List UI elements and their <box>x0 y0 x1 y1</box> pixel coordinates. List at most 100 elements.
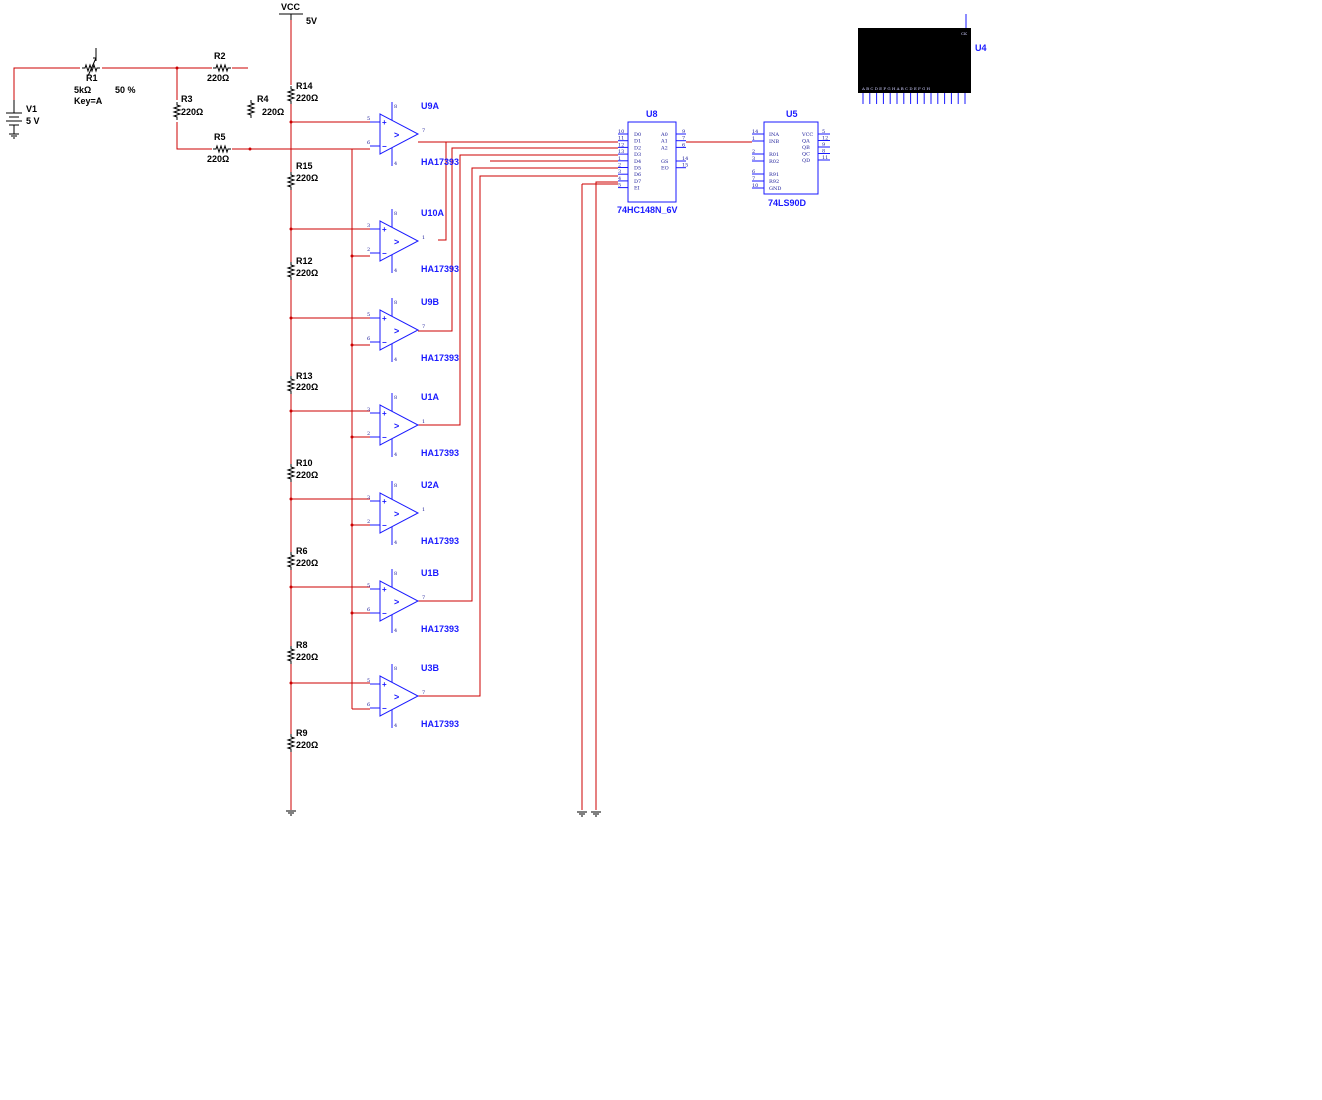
encoder-output-label: GS <box>661 159 669 165</box>
encoder-output-label: EO <box>661 166 669 172</box>
battery-ref: V1 <box>26 104 37 114</box>
resistor-value: 220Ω <box>296 558 318 568</box>
counter-pin-number: 2 <box>752 149 755 155</box>
pin-number: 1 <box>422 419 425 425</box>
resistor-value: 220Ω <box>296 382 318 392</box>
resistor-value: 220Ω <box>296 470 318 480</box>
counter-pin-number: 7 <box>752 176 755 182</box>
vcc-symbol[interactable]: VCC 5V <box>279 2 317 26</box>
comparator-u3b[interactable]: 5 6 7 8 4 U3B HA17393 <box>367 663 459 729</box>
comparator-part: HA17393 <box>421 353 459 363</box>
comparator-u1b[interactable]: 5 6 7 8 4 U1B HA17393 <box>367 568 459 634</box>
resistor-ref: R9 <box>296 728 308 738</box>
pin-number: 2 <box>367 519 370 525</box>
resistor-ref: R13 <box>296 371 313 381</box>
resistor-r14[interactable]: R14 220Ω <box>287 81 318 105</box>
display-pin-labels: A B C D E F G H A B C D E F G H <box>861 86 931 91</box>
display-pins <box>862 93 966 104</box>
pin-number: 7 <box>422 128 425 134</box>
counter-output-label: VCC <box>801 132 813 138</box>
resistor-r15[interactable]: R15 220Ω <box>287 161 318 191</box>
resistor-ref: R3 <box>181 94 193 104</box>
comparator-u2a[interactable]: 3 2 1 8 4 U2A HA17393 <box>367 480 459 546</box>
resistor-value: 220Ω <box>262 107 284 117</box>
encoder-input-label: D0 <box>634 132 641 138</box>
encoder-input-label: D7 <box>634 179 641 185</box>
encoder-input-label: D6 <box>634 172 641 178</box>
comparator-u9a[interactable]: 5 6 7 8 4 U9A HA17393 <box>367 101 459 167</box>
resistor-r4[interactable]: R4 220Ω <box>247 94 284 119</box>
resistor-value: 220Ω <box>296 173 318 183</box>
pot-ref: R1 <box>86 73 98 83</box>
pot-key: Key=A <box>74 96 103 106</box>
counter-input-label: INB <box>769 139 779 145</box>
counter-pin-number: 9 <box>822 142 825 148</box>
resistor-r8[interactable]: R8 220Ω <box>287 640 318 665</box>
counter-pin-number: 8 <box>822 149 825 155</box>
comparator-u9b[interactable]: 5 6 7 8 4 U9B HA17393 <box>367 297 459 363</box>
counter-input-label: R92 <box>769 179 779 185</box>
comparator-u1a[interactable]: 3 2 1 8 4 U1A HA17393 <box>367 392 459 458</box>
resistor-value: 220Ω <box>296 268 318 278</box>
encoder-pin-number: 10 <box>618 129 624 135</box>
display-ref: U4 <box>975 43 987 53</box>
pin-number: 8 <box>394 104 397 110</box>
pin-number: 1 <box>422 235 425 241</box>
pin-number: 4 <box>394 723 397 729</box>
comparator-ref: U10A <box>421 208 445 218</box>
encoder-part: 74HC148N_6V <box>617 205 678 215</box>
pin-number: 2 <box>367 431 370 437</box>
resistor-r9[interactable]: R9 220Ω <box>287 728 318 753</box>
counter-ref: U5 <box>786 109 798 119</box>
counter-output-label: QA <box>802 139 810 145</box>
pin-number: 7 <box>422 595 425 601</box>
encoder-output-label: A2 <box>660 145 668 151</box>
counter-pin-number: 3 <box>752 156 755 162</box>
comparator-part: HA17393 <box>421 719 459 729</box>
resistor-r3[interactable]: R3 220Ω <box>173 94 203 121</box>
resistor-value: 220Ω <box>207 73 229 83</box>
resistor-ref: R6 <box>296 546 308 556</box>
pin-number: 4 <box>394 540 397 546</box>
battery-v1[interactable]: V1 5 V <box>6 100 40 139</box>
counter-pin-number: 1 <box>752 136 755 142</box>
pin-number: 3 <box>367 495 370 501</box>
counter-pin-number: 6 <box>752 169 755 175</box>
counter-part: 74LS90D <box>768 198 807 208</box>
resistor-ref: R15 <box>296 161 313 171</box>
encoder-input-label: EI <box>634 186 640 192</box>
resistor-ref: R10 <box>296 458 313 468</box>
pin-number: 5 <box>367 583 370 589</box>
pin-number: 1 <box>422 507 425 513</box>
encoder-pin-number: 15 <box>682 163 688 169</box>
display-ck-label: CK <box>961 31 968 36</box>
ground-symbols <box>285 810 602 817</box>
pin-number: 8 <box>394 666 397 672</box>
resistor-r2[interactable]: R2 220Ω <box>207 51 232 83</box>
comparator-u10a[interactable]: 3 2 1 8 4 U10A HA17393 <box>367 208 459 274</box>
resistor-r10[interactable]: R10 220Ω <box>287 458 318 483</box>
encoder-output-label: A0 <box>660 132 668 138</box>
counter-pin-number: 14 <box>752 129 758 135</box>
wires <box>13 18 752 810</box>
pin-number: 6 <box>367 336 370 342</box>
encoder-pin-number: 3 <box>618 169 621 175</box>
resistor-r6[interactable]: R6 220Ω <box>287 546 318 571</box>
encoder-pin-number: 11 <box>618 136 624 142</box>
encoder-pin-number: 4 <box>618 176 621 182</box>
resistor-r13[interactable]: R13 220Ω <box>287 371 318 395</box>
battery-value: 5 V <box>26 116 40 126</box>
resistor-ref: R4 <box>257 94 269 104</box>
resistor-r12[interactable]: R12 220Ω <box>287 256 318 281</box>
display-u4[interactable]: CK A B C D E F G H A B C D E F G H U4 <box>858 14 987 104</box>
pin-number: 8 <box>394 571 397 577</box>
resistor-value: 220Ω <box>181 107 203 117</box>
encoder-input-label: D1 <box>634 139 641 145</box>
comparator-ref: U1B <box>421 568 440 578</box>
resistor-r5[interactable]: R5 220Ω <box>207 132 232 164</box>
pot-percent: 50 % <box>115 85 136 95</box>
potentiometer-r1[interactable]: R1 5kΩ Key=A 50 % <box>74 48 136 106</box>
